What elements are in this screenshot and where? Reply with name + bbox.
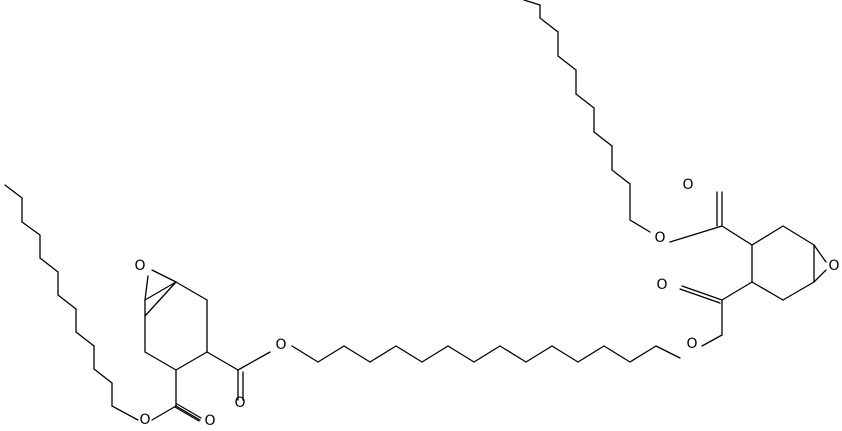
right-lower-ester — [679, 281, 753, 347]
left-linker-ester — [206, 351, 271, 401]
oxygen-label-right-epoxide: O — [828, 258, 839, 274]
oxygen-label-right-lower-carbonyl: O — [656, 277, 667, 293]
oxygen-label-right-upper-carbonyl: O — [682, 177, 693, 193]
central-alkyl-linker — [291, 345, 681, 363]
atom-labels: O O O O O O O O O O — [134, 177, 839, 429]
oxygen-label-left-linker-carbonyl: O — [234, 395, 245, 411]
left-ester-group — [151, 369, 202, 422]
oxygen-label-left-ester-ether: O — [139, 412, 150, 428]
oxygen-label-left-linker-ether: O — [275, 337, 286, 353]
right-upper-ester — [669, 191, 753, 246]
left-epoxycyclohexane-ring — [144, 269, 208, 371]
oxygen-label-right-linker-ether: O — [686, 336, 697, 352]
right-epoxycyclohexane-ring — [751, 225, 827, 301]
oxygen-label-left-ester-carbonyl: O — [204, 413, 215, 429]
right-octyl-chain — [523, 0, 651, 233]
left-octyl-chain — [4, 184, 139, 421]
oxygen-label-left-epoxide: O — [134, 258, 145, 274]
oxygen-label-right-upper-ether: O — [654, 230, 665, 246]
